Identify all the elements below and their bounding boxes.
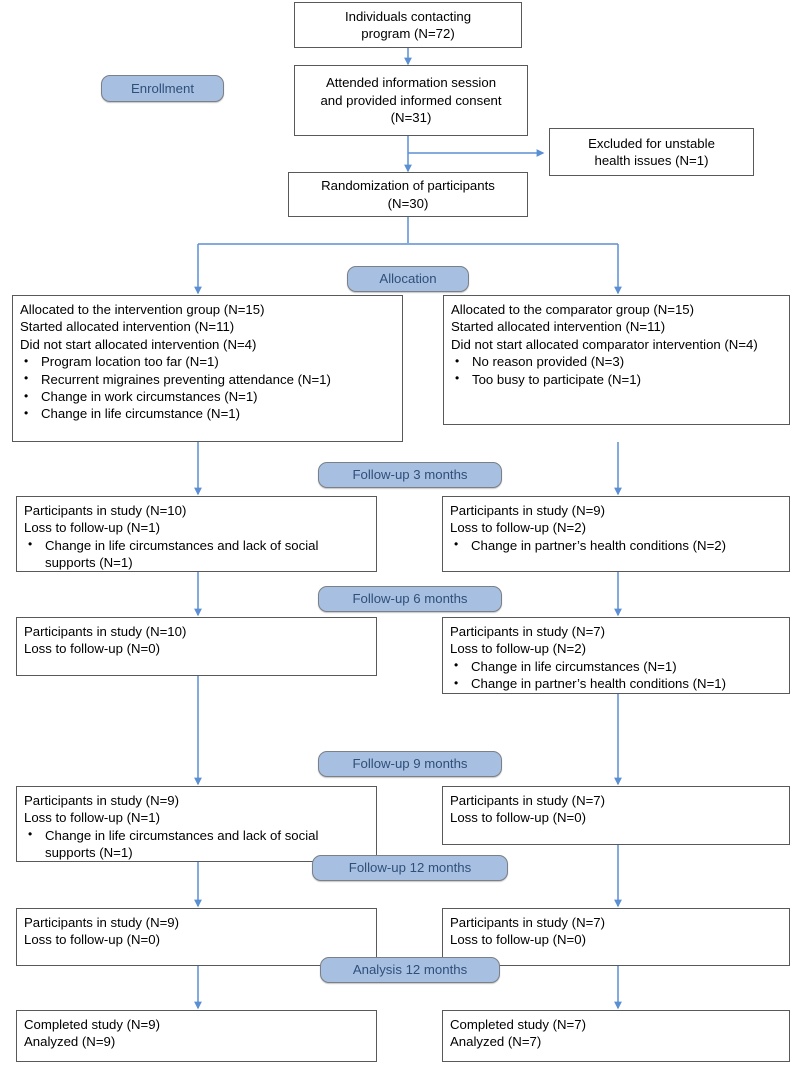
list-item: Change in life circumstances (N=1) xyxy=(450,657,782,675)
list-item: Program location too far (N=1) xyxy=(20,353,395,371)
list-item: Change in life circumstance (N=1) xyxy=(20,405,395,423)
alloc-comp-line-2: Started allocated intervention (N=11) xyxy=(451,319,666,335)
alloc-int-bullet-list: Program location too far (N=1) Recurrent… xyxy=(20,353,395,423)
fu6-int-line-1: Participants in study (N=10) xyxy=(24,624,187,639)
stage-label-followup-9-months: Follow-up 9 months xyxy=(352,756,468,772)
stage-pill-followup-6-months: Follow-up 6 months xyxy=(318,586,502,612)
alloc-comp-bullet-list: No reason provided (N=3) Too busy to par… xyxy=(451,353,782,388)
fu3-int-bullet-list: Change in life circumstances and lack of… xyxy=(24,536,369,572)
randomization-line-1: Randomization of participants xyxy=(321,178,495,194)
list-item: Change in life circumstances and lack of… xyxy=(24,826,369,862)
fu12-comp-line-2: Loss to follow-up (N=0) xyxy=(450,932,586,948)
box-followup9-comparator: Participants in study (N=7) Loss to foll… xyxy=(442,786,790,845)
box-randomization: Randomization of participants (N=30) xyxy=(288,172,528,217)
fu6-comp-line-1: Participants in study (N=7) xyxy=(450,624,606,639)
alloc-int-line-2: Started allocated intervention (N=11) xyxy=(20,319,235,335)
box-individuals-contacting: Individuals contacting program (N=72) xyxy=(294,2,522,48)
list-item: Recurrent migraines preventing attendanc… xyxy=(20,370,395,388)
analysis-int-line-1: Completed study (N=9) xyxy=(24,1017,160,1032)
fu3-comp-line-1: Participants in study (N=9) xyxy=(450,503,606,518)
analysis-comp-line-2: Analyzed (N=7) xyxy=(450,1034,542,1050)
fu12-int-line-2: Loss to follow-up (N=0) xyxy=(24,932,160,948)
consent-line-3: (N=31) xyxy=(390,110,432,126)
box-allocation-comparator: Allocated to the comparator group (N=15)… xyxy=(443,295,790,425)
box-followup3-intervention: Participants in study (N=10) Loss to fol… xyxy=(16,496,377,572)
fu6-int-line-2: Loss to follow-up (N=0) xyxy=(24,641,160,657)
box-analysis12-comparator: Completed study (N=7) Analyzed (N=7) xyxy=(442,1010,790,1062)
fu9-int-line-1: Participants in study (N=9) xyxy=(24,793,180,808)
stage-pill-enrollment: Enrollment xyxy=(101,75,224,102)
consent-line-2: and provided informed consent xyxy=(320,92,502,108)
fu6-comp-line-2: Loss to follow-up (N=2) xyxy=(450,641,586,657)
fu12-comp-line-1: Participants in study (N=7) xyxy=(450,915,606,930)
box-followup12-intervention: Participants in study (N=9) Loss to foll… xyxy=(16,908,377,966)
box-followup6-comparator: Participants in study (N=7) Loss to foll… xyxy=(442,617,790,694)
fu9-int-line-2: Loss to follow-up (N=1) xyxy=(24,810,160,826)
stage-label-allocation: Allocation xyxy=(379,271,437,287)
stage-pill-allocation: Allocation xyxy=(347,266,469,292)
stage-pill-followup-12-months: Follow-up 12 months xyxy=(312,855,508,881)
box-excluded-unstable-health: Excluded for unstable health issues (N=1… xyxy=(549,128,754,176)
stage-label-followup-12-months: Follow-up 12 months xyxy=(348,860,472,876)
excluded-line-1: Excluded for unstable xyxy=(588,135,715,151)
fu12-int-line-1: Participants in study (N=9) xyxy=(24,915,180,930)
stage-pill-followup-9-months: Follow-up 9 months xyxy=(318,751,502,777)
alloc-int-line-1: Allocated to the intervention group (N=1… xyxy=(20,302,265,317)
box-followup12-comparator: Participants in study (N=7) Loss to foll… xyxy=(442,908,790,966)
individuals-contacting-line-2: program (N=72) xyxy=(361,26,455,41)
fu6-comp-bullet-list: Change in life circumstances (N=1) Chang… xyxy=(450,657,782,693)
analysis-comp-line-1: Completed study (N=7) xyxy=(450,1017,586,1032)
box-analysis12-intervention: Completed study (N=9) Analyzed (N=9) xyxy=(16,1010,377,1062)
fu3-int-line-2: Loss to follow-up (N=1) xyxy=(24,520,160,536)
analysis-int-line-2: Analyzed (N=9) xyxy=(24,1034,116,1050)
list-item: No reason provided (N=3) xyxy=(451,353,782,371)
fu9-int-bullet-list: Change in life circumstances and lack of… xyxy=(24,826,369,862)
list-item: Change in work circumstances (N=1) xyxy=(20,388,395,406)
box-followup3-comparator: Participants in study (N=9) Loss to foll… xyxy=(442,496,790,572)
stage-label-followup-3-months: Follow-up 3 months xyxy=(352,467,468,483)
box-followup9-intervention: Participants in study (N=9) Loss to foll… xyxy=(16,786,377,862)
alloc-int-line-3: Did not start allocated intervention (N=… xyxy=(20,336,257,352)
alloc-comp-line-3: Did not start allocated comparator inter… xyxy=(451,336,758,352)
list-item: Change in partner’s health conditions (N… xyxy=(450,536,782,554)
box-followup6-intervention: Participants in study (N=10) Loss to fol… xyxy=(16,617,377,676)
excluded-line-2: health issues (N=1) xyxy=(594,153,709,168)
box-attended-information-session: Attended information session and provide… xyxy=(294,65,528,136)
list-item: Too busy to participate (N=1) xyxy=(451,370,782,388)
stage-pill-followup-3-months: Follow-up 3 months xyxy=(318,462,502,488)
fu3-comp-line-2: Loss to follow-up (N=2) xyxy=(450,520,586,536)
stage-label-followup-6-months: Follow-up 6 months xyxy=(352,591,468,607)
alloc-comp-line-1: Allocated to the comparator group (N=15) xyxy=(451,302,695,317)
stage-label-enrollment: Enrollment xyxy=(130,80,195,96)
fu9-comp-line-1: Participants in study (N=7) xyxy=(450,793,606,808)
list-item: Change in partner’s health conditions (N… xyxy=(450,675,782,693)
fu9-comp-line-2: Loss to follow-up (N=0) xyxy=(450,810,586,826)
fu3-int-line-1: Participants in study (N=10) xyxy=(24,503,187,518)
fu3-comp-bullet-list: Change in partner’s health conditions (N… xyxy=(450,536,782,554)
box-allocation-intervention: Allocated to the intervention group (N=1… xyxy=(12,295,403,442)
list-item: Change in life circumstances and lack of… xyxy=(24,536,369,572)
individuals-contacting-line-1: Individuals contacting xyxy=(344,8,472,24)
consent-line-1: Attended information session xyxy=(325,75,497,91)
stage-pill-analysis-12-months: Analysis 12 months xyxy=(320,957,500,983)
stage-label-analysis-12-months: Analysis 12 months xyxy=(352,962,468,978)
randomization-line-2: (N=30) xyxy=(387,195,429,211)
